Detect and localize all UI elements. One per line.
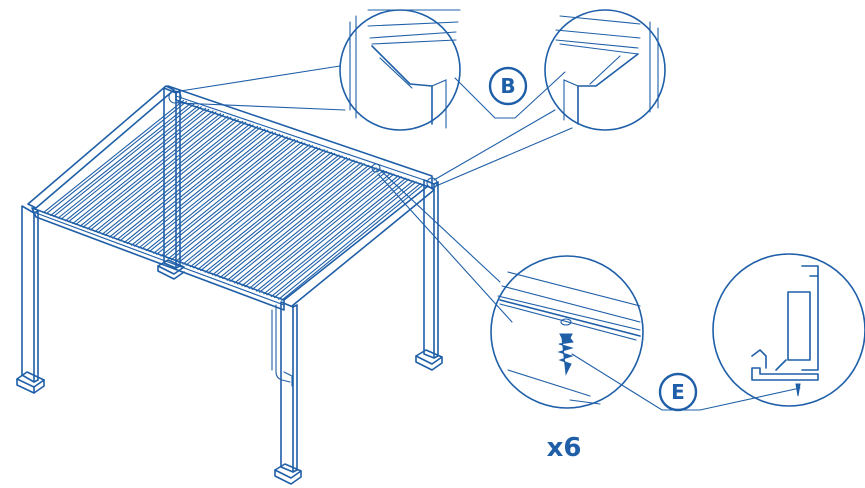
louvre-slat [108, 123, 251, 238]
louvre-slat-edge [222, 163, 365, 280]
louvre-slat-edge [200, 155, 343, 272]
louvre-slat [116, 125, 259, 241]
louvre-slat-edge [53, 103, 195, 217]
louvre-slat-edge [192, 152, 336, 269]
louvre-slat-edge [119, 126, 262, 242]
quantity-label: x6 [547, 433, 582, 463]
louvre-slat [64, 107, 207, 222]
louvre-slat-edge [281, 183, 425, 301]
louvre-slat [226, 164, 370, 281]
louvre-slat [197, 154, 340, 271]
louvre-slat-edge [266, 178, 410, 296]
louvre-slat-edge [75, 111, 217, 226]
detail-circle-section [712, 253, 865, 407]
louvre-slat-edge [104, 121, 247, 236]
louvre-slat [175, 146, 318, 262]
post-right-back [415, 179, 443, 371]
louvre-slat-edge [82, 113, 225, 228]
louvre-slat [241, 169, 385, 287]
louvre-slat-edge [170, 145, 313, 261]
pergola [16, 85, 443, 485]
louvre-slat [219, 162, 362, 279]
louvre-slat-edge [251, 173, 395, 291]
screw-icon [557, 333, 574, 376]
louvre-slat [233, 167, 377, 284]
louvre-slat-edge [244, 170, 388, 288]
louvre-slat-edge [141, 134, 284, 250]
louvre-slat [182, 149, 325, 265]
louvre-slat-edge [134, 132, 276, 247]
louvre-slat-edge [273, 181, 417, 299]
louvre-slat-edge [97, 119, 239, 234]
louvre-slat-edge [207, 157, 351, 274]
detail-circle-b-left [339, 9, 461, 131]
louvre-slat [211, 159, 355, 276]
louvre-slat-edge [148, 137, 291, 253]
label-e-text: E [671, 380, 685, 404]
label-b-text: B [500, 74, 515, 98]
louvre-slats [42, 100, 425, 301]
louvre-slat [204, 156, 348, 273]
louvre-slat [57, 105, 199, 219]
louvre-slat-edge [156, 139, 299, 255]
louvre-slat-edge [89, 116, 232, 231]
louvre-slat-edge [229, 165, 373, 282]
louvre-slat [256, 175, 399, 292]
roof-frame [27, 85, 435, 311]
louvre-slat [189, 151, 333, 268]
louvre-slat [86, 115, 229, 230]
louvre-slat-edge [185, 150, 328, 266]
louvre-slat [278, 182, 422, 300]
louvre-slat [50, 102, 192, 216]
louvre-slat [160, 141, 303, 257]
louvre-slat [270, 180, 414, 298]
louvre-slat-edge [163, 142, 306, 258]
louvre-slat [79, 112, 222, 227]
detail-circle-screw [490, 255, 644, 409]
post-front-corner [271, 301, 302, 485]
louvre-slat [167, 144, 310, 260]
louvre-slat [72, 110, 214, 225]
louvre-slat-edge [178, 147, 321, 263]
louvre-slat [42, 100, 184, 214]
louvre-slat-edge [111, 124, 254, 239]
label-b-badge: B [488, 66, 528, 106]
post-left-front [16, 205, 45, 394]
louvre-slat [138, 133, 281, 249]
louvre-slat [94, 118, 236, 233]
louvre-slat-edge [45, 101, 187, 215]
louvre-slat [101, 120, 244, 235]
louvre-slat-edge [236, 168, 380, 285]
louvre-slat [153, 138, 296, 254]
louvre-slat-edge [259, 176, 402, 293]
louvre-slat [131, 131, 273, 246]
callout-leaders [168, 65, 801, 411]
louvre-slat [123, 128, 266, 244]
louvre-slat-edge [126, 129, 269, 245]
louvre-slat [263, 177, 407, 295]
louvre-slat-edge [67, 108, 210, 223]
label-e-badge: E [658, 372, 698, 412]
louvre-slat [248, 172, 392, 290]
louvre-slat-edge [214, 160, 358, 277]
louvre-slat [145, 136, 288, 252]
louvre-slat-edge [60, 106, 202, 220]
detail-circle-b-right [544, 9, 666, 131]
